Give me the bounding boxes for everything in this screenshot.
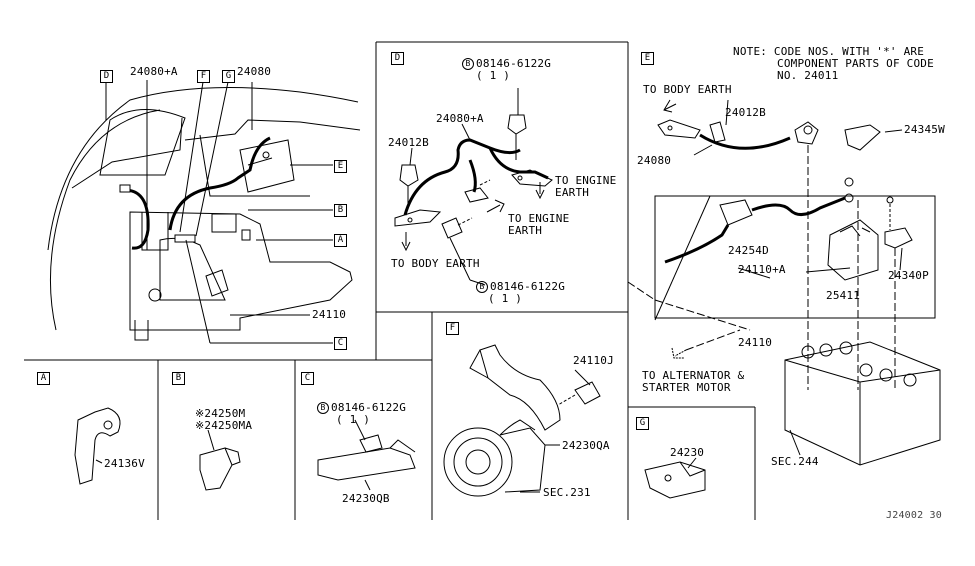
callout-b: B <box>334 204 347 217</box>
label-24110-e: 24110 <box>738 336 773 349</box>
label-24080-main: 24080 <box>237 65 272 78</box>
label-24110j: 24110J <box>573 354 614 367</box>
label-24250ma: ※24250MA <box>195 419 253 432</box>
to-engine-earth-1-line1: TO ENGINE <box>555 174 617 187</box>
callout-a: A <box>334 234 347 247</box>
bolt-code-circle: B <box>476 281 488 293</box>
label-24110-main: 24110 <box>312 308 347 321</box>
callout-g: G <box>222 70 235 83</box>
section-c-tag: C <box>301 372 314 385</box>
to-engine-earth-2-line1: TO ENGINE <box>508 212 570 225</box>
label-24080a-d: 24080+A <box>436 112 484 125</box>
section-a-tag: A <box>37 372 50 385</box>
label-24230qa: 24230QA <box>562 439 610 452</box>
to-engine-earth-2-line2: EARTH <box>508 224 543 237</box>
label-sec231: SEC.231 <box>543 486 591 499</box>
label-24254d: 24254D <box>728 244 769 257</box>
section-e-tag: E <box>641 52 654 65</box>
label-24230qb: 24230QB <box>342 492 390 505</box>
callout-f: F <box>197 70 210 83</box>
section-f-tag: F <box>446 322 459 335</box>
to-body-earth-d: TO BODY EARTH <box>391 257 480 270</box>
to-alternator-line1: TO ALTERNATOR & <box>642 369 745 382</box>
label-24012b-d: 24012B <box>388 136 429 149</box>
bolt-part-number: 08146-6122G <box>490 280 566 293</box>
bolt-code-circle: B <box>317 402 329 414</box>
note-line-2: COMPONENT PARTS OF CODE <box>777 57 934 70</box>
bolt-bottom-qty-d: ( 1 ) <box>488 292 523 305</box>
note-line-3: NO. 24011 <box>777 69 839 82</box>
to-alternator-line2: STARTER MOTOR <box>642 381 731 394</box>
label-24080-e: 24080 <box>637 154 672 167</box>
section-g-tag: G <box>636 417 649 430</box>
label-24012b-e: 24012B <box>725 106 766 119</box>
label-24110a: 24110+A <box>738 263 786 276</box>
label-24136v: 24136V <box>104 457 145 470</box>
callout-e: E <box>334 160 347 173</box>
to-engine-earth-1-line2: EARTH <box>555 186 590 199</box>
diagram-code: J24002 30 <box>886 510 942 521</box>
bolt-top-qty-d: ( 1 ) <box>476 69 511 82</box>
section-d-tag: D <box>391 52 404 65</box>
bolt-qty-c: ( 1 ) <box>336 413 371 426</box>
note-line-1: NOTE: CODE NOS. WITH '*' ARE <box>733 45 925 58</box>
label-24345w: 24345W <box>904 123 945 136</box>
section-b-tag: B <box>172 372 185 385</box>
callout-d: D <box>100 70 113 83</box>
callout-c: C <box>334 337 347 350</box>
bolt-part-number: 08146-6122G <box>476 57 552 70</box>
to-body-earth-e: TO BODY EARTH <box>643 83 732 96</box>
label-24080a-main: 24080+A <box>130 65 178 78</box>
bolt-part-number: 08146-6122G <box>331 401 407 414</box>
bolt-code-circle: B <box>462 58 474 70</box>
label-24250m: ※24250M <box>195 407 246 420</box>
label-24340p: 24340P <box>888 269 929 282</box>
label-sec244: SEC.244 <box>771 455 819 468</box>
label-24230: 24230 <box>670 446 705 459</box>
label-25411: 25411 <box>826 289 861 302</box>
